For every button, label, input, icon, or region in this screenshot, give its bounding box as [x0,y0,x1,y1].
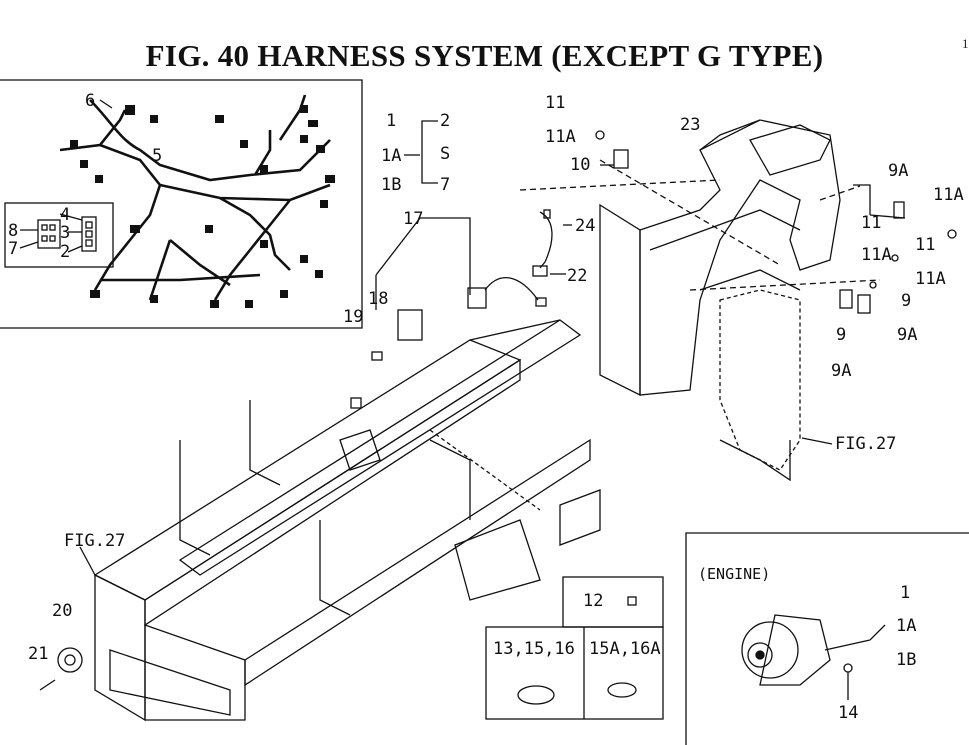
callout-15A-16A: 15A,16A [589,639,661,659]
callout-21: 21 [28,644,49,664]
engine-label: (ENGINE) [698,565,771,583]
callout-1: 1 [386,111,397,131]
callout-11A-right: 11A [933,185,964,205]
callout-23: 23 [680,115,701,135]
callout-11A: 11A [545,127,576,147]
callout-19: 19 [343,307,364,327]
engine-callout-1B: 1B [896,650,917,670]
callout-2: 2 [440,111,451,131]
callout-20: 20 [52,601,73,621]
callout-13-15-16: 13,15,16 [493,639,575,659]
engine-callout-1A: 1A [896,616,917,636]
horn-drawing [57,647,83,673]
callout-11A-lower: 11A [915,269,946,289]
figure-title: FIG. 40 HARNESS SYSTEM (EXCEPT G TYPE) [145,38,824,73]
callout-1A: 1A [381,146,402,166]
engine-inset-frame [685,532,969,745]
callout-11-right: 11 [915,235,936,255]
alternator-drawing [741,614,831,686]
callout-7-inset: 7 [8,239,18,259]
callout-3: 3 [60,223,70,243]
wire-harness-drawing [59,94,331,301]
callout-22: 22 [567,266,588,286]
callout-2-inset: 2 [60,242,70,262]
callout-1B: 1B [381,175,402,195]
chassis-frame-drawing [93,319,601,722]
callout-11-mid: 11 [861,213,882,233]
engine-callout-14: 14 [838,703,859,723]
callout-6: 6 [85,91,95,111]
callout-11A-mid: 11A [861,245,892,265]
main-frame-drawing [519,119,881,482]
callout-fig27-left: FIG.27 [64,531,126,551]
parts-box-bottom [485,626,664,720]
callout-4: 4 [60,205,70,225]
callout-fig27-right: FIG.27 [835,434,897,454]
parts-box-top [562,576,664,628]
page-number: 1 [962,36,969,51]
callout-11: 11 [545,93,566,113]
harness-connectors [70,105,335,308]
callout-9-right: 9 [901,291,912,311]
callout-9-left: 9 [836,325,847,345]
callout-9A-right: 9A [897,325,918,345]
callout-8: 8 [8,221,18,241]
callout-10: 10 [570,155,591,175]
callout-17: 17 [403,209,424,229]
callout-9A-left: 9A [831,361,852,381]
callout-5: 5 [152,146,162,166]
callout-7: 7 [440,175,451,195]
callout-9A-top: 9A [888,161,909,181]
callout-12: 12 [583,591,604,611]
engine-callout-1: 1 [900,583,911,603]
connector-inset-frame [4,202,114,268]
callout-18: 18 [368,289,389,309]
harness-inset-frame [0,79,363,329]
callout-24: 24 [575,216,596,236]
callout-range: S [440,144,451,164]
